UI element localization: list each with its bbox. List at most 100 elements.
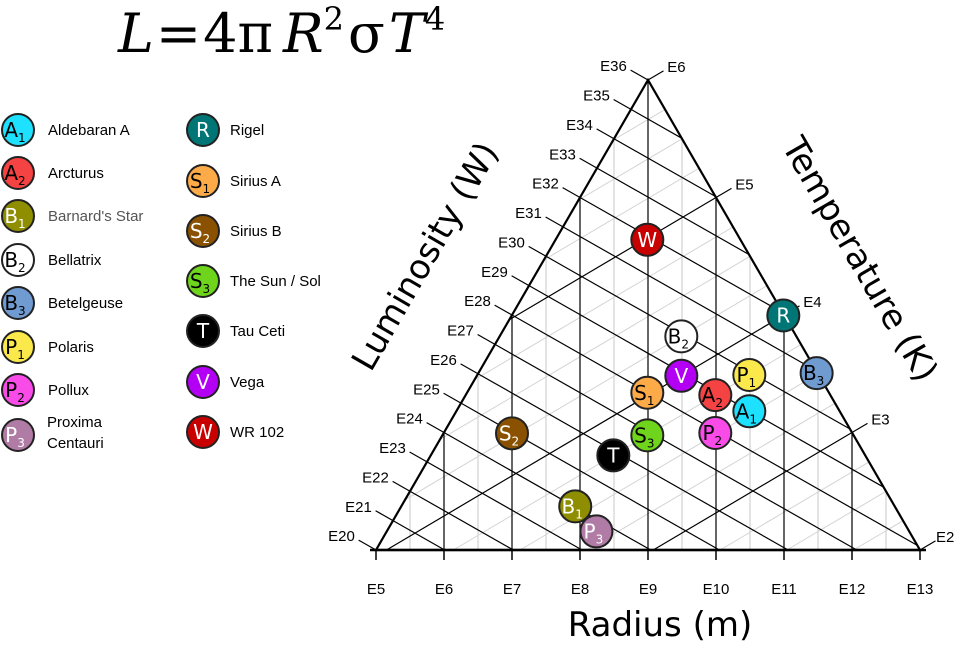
star-marker-circle: [186, 164, 220, 198]
luminosity-tick: [630, 69, 649, 81]
star-marker-label: P3: [5, 423, 25, 450]
luminosity-grid-line: [630, 108, 682, 139]
luminosity-tick: [613, 98, 632, 110]
star-marker-label: S2: [499, 421, 519, 448]
legend-label: The Sun / Sol: [230, 273, 321, 290]
temperature-tick-label: E2: [936, 529, 954, 546]
luminosity-grid-line: [545, 255, 851, 430]
radius-axis-title: Radius (m): [568, 605, 752, 645]
radius-tick-label: E13: [907, 581, 934, 598]
star-marker-circle: [186, 415, 220, 449]
star-the-sun-sol: S3: [630, 418, 665, 453]
radius-tick-label: E7: [503, 581, 521, 598]
star-marker-label: S3: [634, 423, 654, 450]
star-marker-label: V: [196, 370, 210, 394]
star-marker-label: B3: [803, 361, 824, 388]
star-marker-circle: [1, 373, 35, 407]
fine-temperature-line: [853, 520, 904, 551]
luminosity-tick: [528, 245, 547, 257]
luminosity-tick: [511, 275, 530, 287]
legend-label: Tau Ceti: [230, 323, 285, 340]
luminosity-tick: [358, 539, 377, 551]
star-marker-circle: [186, 264, 220, 298]
legend-marker: B2: [1, 243, 35, 277]
star-marker-circle: [698, 415, 733, 450]
star-marker-circle: [630, 418, 665, 453]
luminosity-tick: [596, 128, 615, 140]
luminosity-tick-label: E29: [481, 264, 508, 281]
star-marker-label: P3: [584, 519, 604, 546]
luminosity-tick: [392, 480, 411, 492]
star-marker-circle: [698, 378, 733, 413]
star-marker-circle: [664, 358, 699, 393]
legend-marker: T: [186, 314, 220, 348]
luminosity-tick: [409, 451, 428, 463]
star-marker-label: W: [193, 420, 213, 444]
star-marker-circle: [495, 416, 529, 451]
luminosity-tick: [460, 363, 479, 375]
fine-temperature-line: [586, 402, 836, 551]
temperature-axis-title: Temperature (K): [773, 130, 946, 389]
star-betelgeuse: B3: [799, 356, 834, 391]
luminosity-tick-label: E26: [430, 352, 457, 369]
legend-label: Arcturus: [48, 165, 104, 182]
luminosity-tick-label: E32: [532, 176, 559, 193]
luminosity-grid-line: [392, 520, 445, 551]
radius-tick-label: E5: [367, 581, 385, 598]
star-marker-label: B1: [562, 494, 583, 521]
radius-tick-label: E10: [703, 581, 730, 598]
luminosity-grid-line: [477, 373, 789, 551]
star-arcturus: A2: [698, 378, 733, 413]
star-marker-circle: [664, 319, 699, 354]
luminosity-grid-line: [409, 490, 514, 551]
star-marker-label: R: [196, 118, 210, 142]
legend-item: V Vega: [186, 365, 265, 399]
star-marker-label: A1: [4, 118, 25, 145]
star-marker-label: S1: [634, 381, 654, 408]
legend-label: Barnard's Star: [48, 208, 143, 225]
temperature-grid-line: [508, 196, 717, 321]
star-marker-circle: [596, 438, 631, 473]
luminosity-tick-label: E31: [515, 205, 542, 222]
radius-tick-label: E12: [839, 581, 866, 598]
luminosity-grid-line: [579, 196, 783, 314]
star-aldebaran-a: A1: [732, 394, 767, 429]
star-marker-label: T: [196, 319, 210, 343]
star-marker-label: S3: [190, 269, 210, 296]
star-marker-label: B2: [668, 324, 689, 351]
legend-marker: S2: [186, 214, 220, 248]
luminosity-tick-label: E35: [583, 88, 610, 105]
star-marker-circle: [1, 199, 35, 233]
star-marker-circle: [1, 156, 35, 190]
star-marker-label: A2: [4, 161, 25, 188]
legend-label: Betelgeuse: [48, 295, 123, 312]
legend-marker: A1: [1, 113, 35, 147]
luminosity-tick: [426, 422, 445, 434]
star-marker-circle: [1, 418, 35, 452]
star-marker-circle: [630, 222, 665, 257]
legend-label: Vega: [230, 374, 265, 391]
fine-temperature-line: [404, 285, 768, 501]
legend-marker: P1: [1, 330, 35, 364]
luminosity-tick-label: E20: [328, 528, 355, 545]
star-marker-label: P1: [5, 335, 25, 362]
star-marker-circle: [732, 394, 767, 429]
fine-temperature-line: [578, 138, 683, 201]
star-sirius-b: S2: [495, 416, 529, 451]
temperature-tick: [919, 540, 936, 551]
luminosity-axis-title: Luminosity (W): [344, 135, 507, 377]
legend-label-cont: Centauri: [47, 435, 104, 452]
star-marker-label: P2: [5, 378, 25, 405]
star-marker-circle: [1, 286, 35, 320]
star-marker-circle: [1, 113, 35, 147]
legend-marker: P2: [1, 373, 35, 407]
fine-temperature-line: [786, 490, 887, 551]
legend-label: Sirius A: [230, 173, 281, 190]
